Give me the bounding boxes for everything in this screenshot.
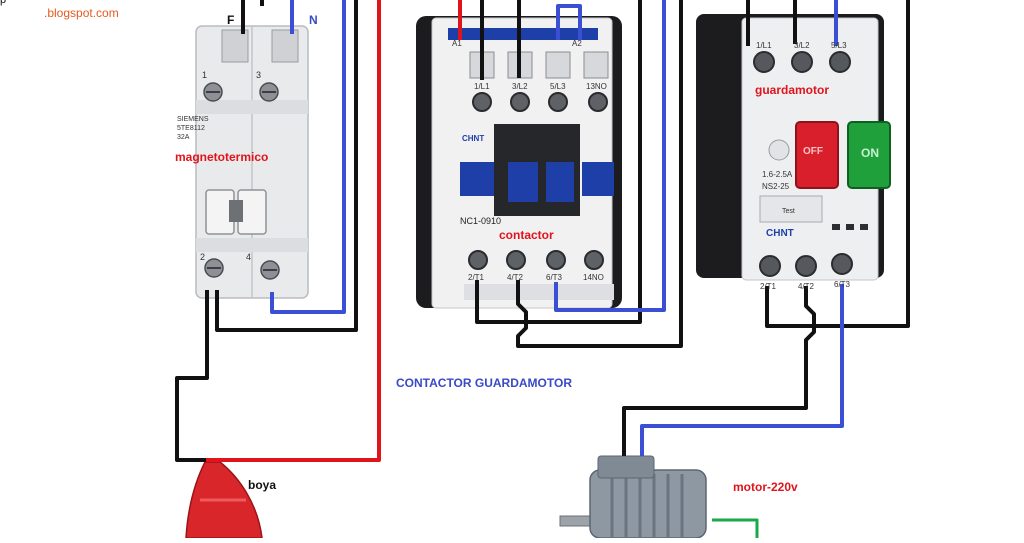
guardamotor-model: NS2-25: [762, 182, 790, 191]
circuit-breaker: [195, 25, 309, 299]
guardamotor-terminal-bottom-2: 4/T2: [798, 282, 815, 291]
on-button: [847, 121, 891, 189]
contactor-terminal-top-4: 13NO: [586, 82, 607, 91]
contactor-terminal-top-2: 3/L2: [512, 82, 528, 91]
wires: [175, 0, 910, 538]
contactor: [416, 16, 622, 309]
guardamotor-terminal-bottom-1: 2/T1: [760, 282, 777, 291]
motor-label: motor-220v: [733, 480, 798, 494]
breaker-pole-1: 1: [202, 70, 208, 80]
guardamotor-brand: CHNT: [766, 228, 794, 239]
breaker-terminal-phase: F: [227, 13, 235, 27]
contactor-terminal-bottom-1: 2/T1: [468, 273, 485, 282]
guardamotor-terminal-top-1: 1/L1: [756, 41, 772, 50]
corner-text: p: [0, 0, 7, 6]
breaker-pole-2: 2: [200, 252, 206, 262]
on-button-text: ON: [861, 146, 879, 160]
diagram-title: CONTACTOR GUARDAMOTOR: [396, 376, 572, 390]
guardamotor-terminal-top-2: 3/L2: [794, 41, 810, 50]
guardamotor-label: guardamotor: [755, 83, 830, 97]
breaker-label: magnetotermico: [175, 150, 269, 164]
breaker-model: 5TE8112: [177, 125, 205, 132]
contactor-coil-a1: A1: [452, 39, 462, 48]
breaker-brand: SIEMENS: [177, 116, 209, 123]
off-button-text: OFF: [803, 146, 823, 157]
motor: [559, 455, 707, 539]
contactor-model: NC1-0910: [460, 216, 502, 226]
guardamotor-test: Test: [782, 208, 795, 215]
breaker-rating: 32A: [177, 134, 190, 141]
breaker-pole-4: 4: [246, 252, 252, 262]
float-switch-label: boya: [248, 478, 277, 492]
contactor-terminal-bottom-4: 14NO: [583, 273, 604, 282]
contactor-terminal-top-3: 5/L3: [550, 82, 566, 91]
contactor-brand: CHNT: [462, 134, 485, 143]
off-button: [795, 121, 839, 189]
contactor-coil-a2: A2: [572, 39, 582, 48]
breaker-pole-3: 3: [256, 70, 262, 80]
guardamotor-terminal-top-3: 5/L3: [831, 41, 847, 50]
contactor-terminal-bottom-2: 4/T2: [507, 273, 524, 282]
guardamotor-terminal-bottom-3: 6/T3: [834, 280, 851, 289]
contactor-label: contactor: [499, 228, 554, 242]
contactor-terminal-top-1: 1/L1: [474, 82, 490, 91]
blog-url-fragment: .blogspot.com: [44, 6, 119, 20]
contactor-terminal-bottom-3: 6/T3: [546, 273, 563, 282]
breaker-terminal-neutral: N: [309, 13, 318, 27]
motor-protector: [696, 14, 891, 281]
float-switch: [185, 461, 263, 539]
guardamotor-range: 1.6-2.5A: [762, 170, 793, 179]
